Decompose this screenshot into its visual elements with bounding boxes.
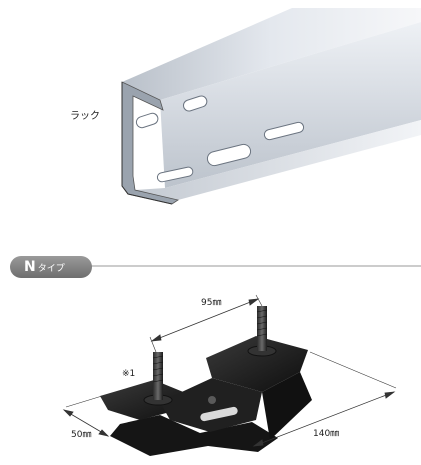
dimension-lines bbox=[62, 294, 397, 447]
dimension-140: 140㎜ bbox=[313, 429, 340, 439]
type-word: タイプ bbox=[37, 263, 65, 274]
rail-slot bbox=[263, 121, 305, 141]
rail-edge bbox=[121, 82, 173, 205]
rail-lower-lip bbox=[135, 120, 421, 200]
rack-rail bbox=[121, 8, 421, 205]
dimension-95: 95㎜ bbox=[201, 298, 222, 308]
type-letter: N bbox=[24, 259, 36, 275]
rail-web-face bbox=[160, 22, 421, 188]
note-mark: ※1 bbox=[122, 369, 136, 379]
bracket-right-plate bbox=[206, 336, 308, 392]
bracket-right-leg bbox=[262, 372, 312, 440]
bracket-slot bbox=[200, 406, 238, 422]
type-header-badge: N タイプ bbox=[10, 256, 92, 278]
rail-slot bbox=[206, 143, 252, 167]
n-type-bracket bbox=[100, 306, 312, 456]
rack-label: ラック bbox=[70, 111, 100, 122]
stud-bolt-left bbox=[153, 352, 163, 400]
bracket-center-body bbox=[160, 378, 262, 432]
stud-bolt-right bbox=[257, 306, 267, 351]
dimension-50: 50㎜ bbox=[71, 430, 92, 440]
bracket-base-plate bbox=[110, 415, 278, 456]
rail-slot bbox=[156, 166, 194, 183]
rail-top-flange bbox=[122, 8, 421, 100]
rail-slot bbox=[135, 112, 159, 129]
rail-slot bbox=[182, 95, 208, 112]
bracket-nut bbox=[208, 396, 216, 404]
